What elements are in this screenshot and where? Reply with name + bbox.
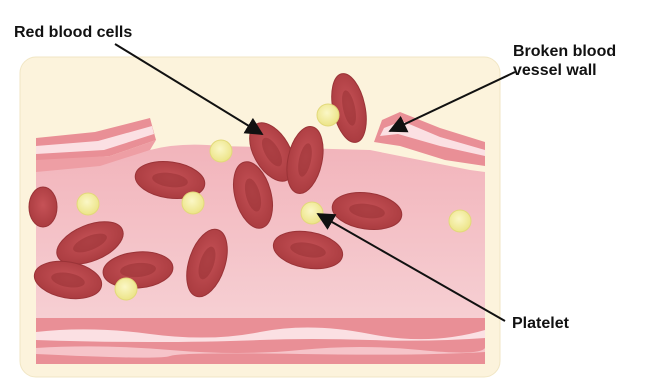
platelet [210,140,232,162]
platelet [301,202,323,224]
broken-vessel-wall-label: Broken blood vessel wall [513,42,616,80]
platelet [449,210,471,232]
platelet [317,104,339,126]
broken-vessel-wall-label-line1: Broken blood [513,42,616,61]
lower-vessel-wall [36,318,485,364]
platelet [77,193,99,215]
red-blood-cell [29,187,57,227]
platelet-label: Platelet [512,314,569,333]
broken-vessel-wall-label-line2: vessel wall [513,61,616,80]
red-blood-cells-label: Red blood cells [14,23,132,42]
platelet [182,192,204,214]
platelet [115,278,137,300]
